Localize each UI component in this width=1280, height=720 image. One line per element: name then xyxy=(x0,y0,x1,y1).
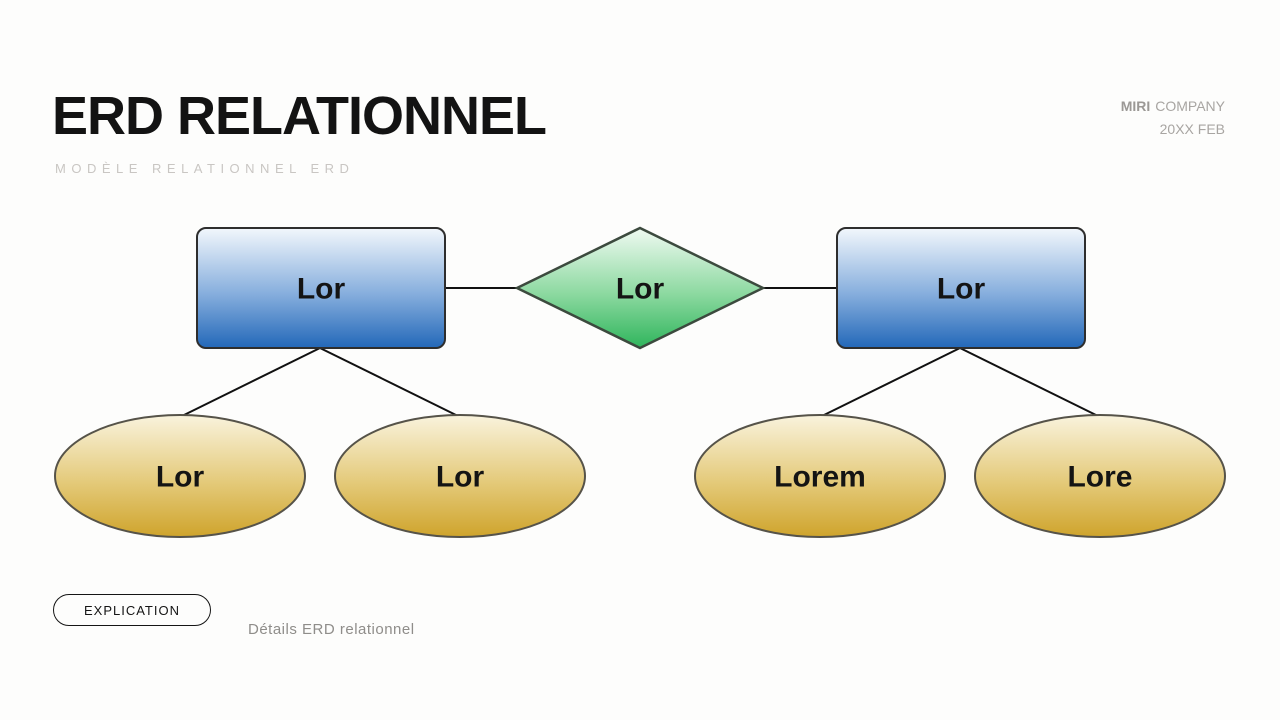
attribute-node-1[interactable]: Lor xyxy=(54,414,306,538)
attribute-1-label: Lor xyxy=(156,461,205,494)
attribute-3-label: Lorem xyxy=(774,461,866,494)
attribute-4-label: Lore xyxy=(1067,461,1132,494)
entity-node-right[interactable]: Lor xyxy=(836,227,1086,349)
edge-entityleft-attr1 xyxy=(181,347,321,417)
edge-entityright-attr3 xyxy=(821,347,961,417)
page-subtitle: MODÈLE RELATIONNEL ERD xyxy=(55,161,355,176)
relationship-node[interactable]: Lor xyxy=(514,226,766,350)
company-label: COMPANY xyxy=(1155,98,1225,114)
caption-text: Détails ERD relationnel xyxy=(248,621,415,638)
brand-name: MIRI xyxy=(1120,98,1151,114)
attribute-node-2[interactable]: Lor xyxy=(334,414,586,538)
entity-node-left[interactable]: Lor xyxy=(196,227,446,349)
entity-left-label: Lor xyxy=(297,273,346,306)
attribute-2-label: Lor xyxy=(436,461,485,494)
edge-entityright-attr4 xyxy=(959,347,1099,417)
page-title: ERD RELATIONNEL xyxy=(52,86,547,146)
explication-button[interactable]: EXPLICATION xyxy=(53,594,211,626)
attribute-node-4[interactable]: Lore xyxy=(974,414,1226,538)
date-label: 20XX FEB xyxy=(1159,121,1225,137)
entity-right-label: Lor xyxy=(937,273,986,306)
edge-entityleft-attr2 xyxy=(319,347,459,417)
relationship-label: Lor xyxy=(616,273,665,306)
attribute-node-3[interactable]: Lorem xyxy=(694,414,946,538)
